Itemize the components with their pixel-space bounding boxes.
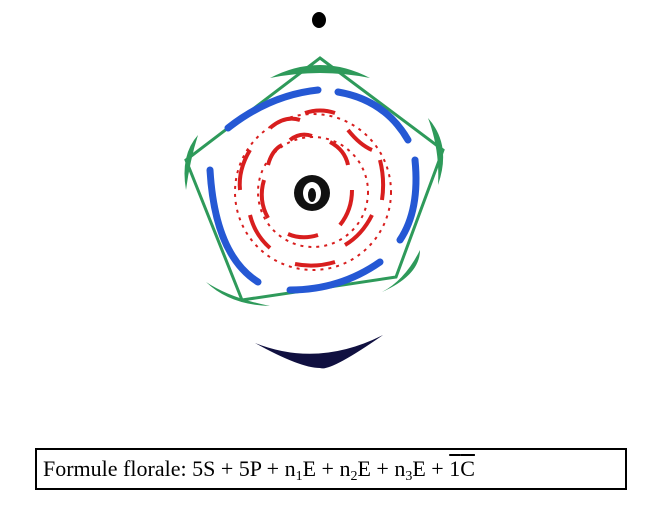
formula-stamens-3: n3E <box>394 456 426 484</box>
petal-whorl-icon <box>206 86 420 294</box>
floral-diagram <box>184 12 445 369</box>
formula-stamens-1: n1E <box>284 456 317 484</box>
formula-plus: + <box>376 456 389 481</box>
floral-formula: Formule florale: 5S + 5P + n1E + n2E + n… <box>35 448 627 490</box>
carpel-ovary-icon <box>294 175 330 211</box>
formula-plus: + <box>431 456 444 481</box>
stamen-whorl-icon <box>234 113 392 271</box>
formula-sepals: 5S <box>192 456 216 481</box>
formula-plus: + <box>266 456 280 481</box>
formula-petals: 5P <box>238 456 262 481</box>
axis-dot-icon <box>312 12 326 28</box>
formula-plus: + <box>220 456 234 481</box>
stamen-anthers <box>237 108 386 268</box>
formula-carpel: 1C <box>449 456 475 481</box>
formula-stamens-2: n2E <box>339 456 371 484</box>
formula-plus: + <box>321 456 334 481</box>
bract-shape-icon <box>255 335 383 369</box>
formula-label: Formule florale: <box>43 456 187 481</box>
sepal-corners <box>184 65 444 306</box>
